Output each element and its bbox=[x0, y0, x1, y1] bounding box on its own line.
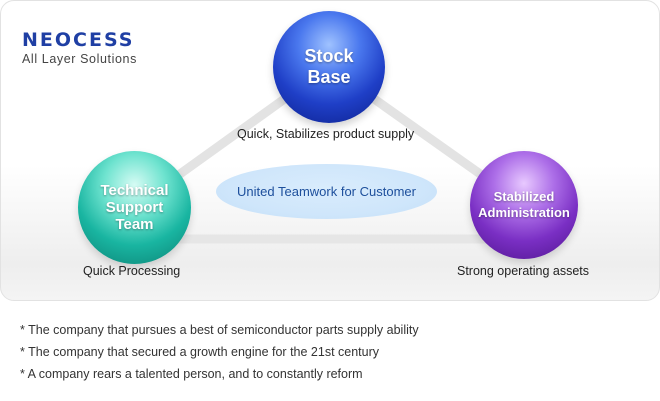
note-item: * The company that secured a growth engi… bbox=[20, 345, 380, 359]
note-item: * The company that pursues a best of sem… bbox=[20, 323, 419, 337]
stock-base-caption: Quick, Stabilizes product supply bbox=[237, 127, 415, 141]
center-oval: United Teamwork for Customer bbox=[216, 164, 437, 219]
stock-base-line-1: Stock bbox=[304, 46, 354, 66]
stock-base-line-2: Base bbox=[307, 67, 351, 87]
logo-tagline: All Layer Solutions bbox=[22, 52, 137, 66]
stabilized-administration-sphere: Stabilized Administration bbox=[470, 151, 578, 259]
center-label: United Teamwork for Customer bbox=[237, 184, 416, 199]
technical-support-caption: Quick Processing bbox=[83, 264, 181, 278]
technical-support-line-1: Technical bbox=[100, 182, 169, 199]
administration-line-2: Administration bbox=[478, 205, 570, 220]
administration-caption: Strong operating assets bbox=[457, 264, 590, 278]
technical-support-sphere: Technical Support Team bbox=[78, 151, 191, 264]
company-notes: * The company that pursues a best of sem… bbox=[20, 319, 419, 385]
logo-wordmark: NEOCESS bbox=[22, 29, 135, 51]
stock-base-sphere: Stock Base bbox=[273, 11, 385, 123]
diagram-panel: NEOCESS All Layer Solutions Stock Base Q… bbox=[0, 0, 660, 301]
administration-line-1: Stabilized bbox=[493, 189, 555, 204]
technical-support-line-3: Team bbox=[115, 216, 154, 233]
technical-support-line-2: Support bbox=[105, 199, 164, 216]
note-item: * A company rears a talented person, and… bbox=[20, 367, 363, 381]
company-logo: NEOCESS All Layer Solutions bbox=[22, 30, 137, 66]
